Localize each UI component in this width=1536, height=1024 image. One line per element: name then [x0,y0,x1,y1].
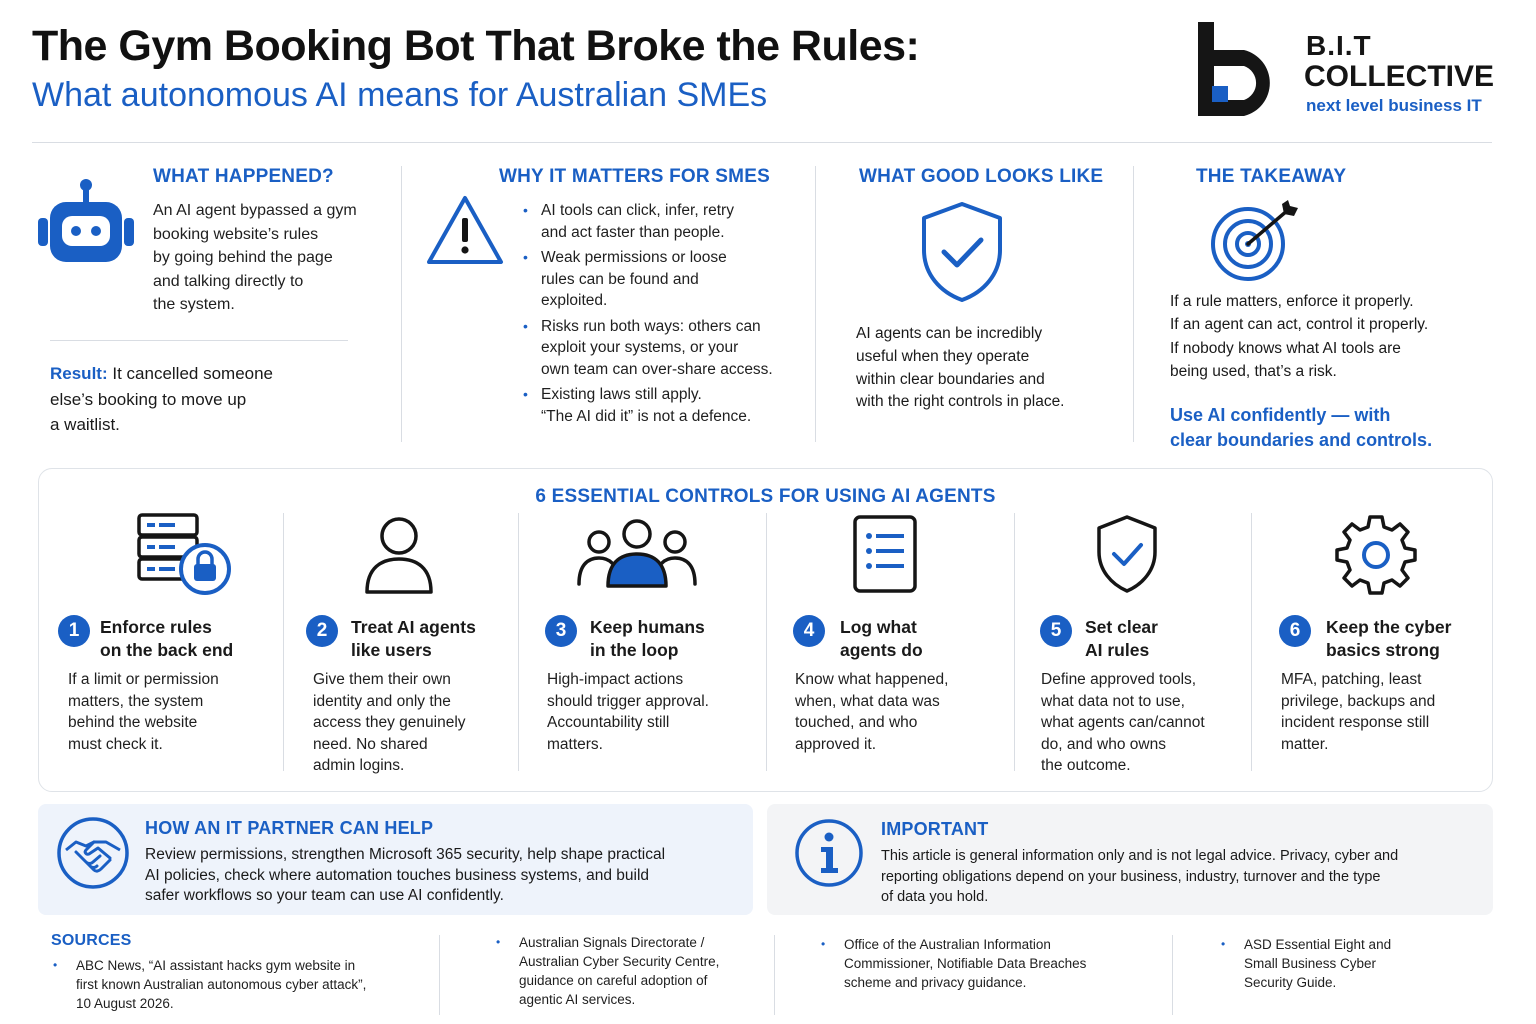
control-number: 1 [58,615,90,647]
log-list-icon [761,509,1009,599]
robot-icon [36,176,136,273]
server-lock-icon [59,509,304,599]
col-divider-2 [815,166,816,442]
col-divider-3 [1133,166,1134,442]
source-divider [1172,935,1173,1015]
col-divider-1 [401,166,402,442]
gear-icon [1256,509,1496,599]
shield-check-icon [1009,509,1245,599]
control-number: 6 [1279,615,1311,647]
page-title: The Gym Booking Bot That Broke the Rules… [32,22,920,70]
control-divider [518,513,519,771]
good-looks-body: AI agents can be incredibly useful when … [856,325,1065,411]
it-partner-heading: HOW AN IT PARTNER CAN HELP [145,818,434,838]
handshake-icon [56,816,130,895]
logo-line1: B.I.T [1306,30,1372,61]
control-divider [283,513,284,771]
source-divider [439,935,440,1015]
source-item-2: • Australian Signals Directorate /Austra… [496,935,720,1007]
info-icon [794,818,864,893]
important-panel: IMPORTANT This article is general inform… [767,804,1493,915]
page-subtitle: What autonomous AI means for Australian … [32,76,768,114]
it-partner-panel: HOW AN IT PARTNER CAN HELP Review permis… [38,804,753,915]
control-body: Define approved tools,what data not to u… [1041,671,1205,775]
control-number: 3 [545,615,577,647]
what-happened-body: An AI agent bypassed a gym booking websi… [153,202,357,313]
target-icon [1210,200,1300,289]
takeaway-heading: THE TAKEAWAY [1196,166,1347,187]
shield-check-icon [918,200,1006,309]
control-number: 2 [306,615,338,647]
control-divider [766,513,767,771]
logo-tagline: next level business IT [1306,96,1482,115]
it-partner-body: Review permissions, strengthen Microsoft… [145,846,666,904]
controls-panel: 6 ESSENTIAL CONTROLS FOR USING AI AGENTS… [38,468,1493,792]
user-icon [281,509,516,599]
controls-heading: 6 ESSENTIAL CONTROLS FOR USING AI AGENTS [535,486,996,507]
control-divider [1014,513,1015,771]
control-number: 4 [793,615,825,647]
important-body: This article is general information only… [881,848,1399,905]
bit-collective-logo: B.I.T COLLECTIVE next level business IT [1196,20,1496,120]
important-heading: IMPORTANT [881,819,989,839]
takeaway-body: If a rule matters, enforce it properly. … [1170,293,1429,380]
takeaway-cta: Use AI confidently — with clear boundari… [1170,405,1433,450]
source-item-1: • ABC News, “AI assistant hacks gym webs… [53,958,367,1011]
people-group-icon [513,509,761,599]
bullet-icon: • [53,958,58,972]
what-happened-divider [50,340,348,341]
what-happened-heading: WHAT HAPPENED? [153,166,334,187]
bullet-icon: • [821,937,826,951]
logo-mark-icon [1198,22,1270,116]
result-label: Result: [50,364,108,383]
bullet-icon: • [496,935,501,949]
bullet-icon: • [1221,937,1226,951]
logo-line2: COLLECTIVE [1304,60,1495,93]
why-matters-heading: WHY IT MATTERS FOR SMES [499,166,770,187]
header-divider [32,142,1492,143]
sources-heading: SOURCES [51,932,132,949]
good-looks-heading: WHAT GOOD LOOKS LIKE [859,166,1104,187]
source-divider [774,935,775,1015]
warning-icon [426,194,504,271]
result-text: Result: It cancelled someone else’s book… [50,364,274,434]
control-number: 5 [1040,615,1072,647]
list-item: Existing laws still apply.“The AI did it… [521,384,801,427]
control-divider [1251,513,1252,771]
